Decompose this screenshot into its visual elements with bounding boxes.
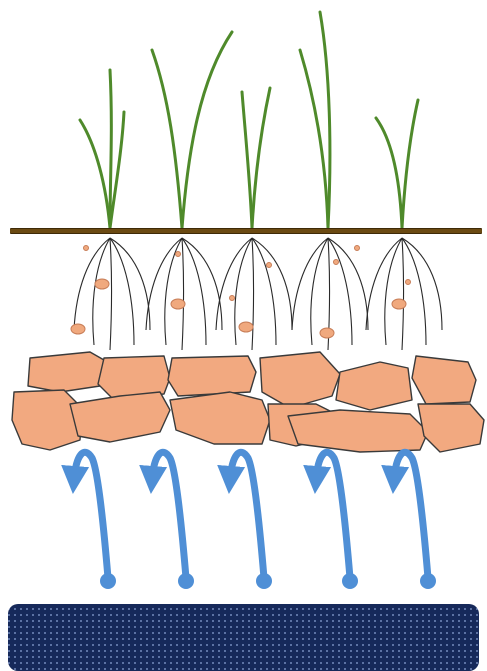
curved-up-arrow-icon bbox=[152, 452, 186, 578]
grass-blade-icon bbox=[182, 32, 232, 228]
water-droplet-icon bbox=[100, 573, 116, 589]
soil-particle-icon bbox=[239, 322, 253, 332]
capillary-arrows bbox=[74, 452, 428, 578]
soil-particle-icon bbox=[392, 299, 406, 309]
grass-blade-icon bbox=[152, 50, 182, 228]
grass-group bbox=[80, 12, 418, 228]
pebbles-group bbox=[71, 246, 411, 339]
soil-particle-icon bbox=[355, 246, 360, 251]
root-strand-icon bbox=[252, 238, 292, 330]
hardpan-rock-icon bbox=[28, 352, 104, 392]
root-strand-icon bbox=[292, 238, 328, 330]
soil-particle-icon bbox=[171, 299, 185, 309]
soil-particle-icon bbox=[267, 263, 272, 268]
hardpan-rock-icon bbox=[12, 390, 82, 450]
hardpan-rock-icon bbox=[288, 410, 428, 452]
root-strand-icon bbox=[182, 238, 184, 350]
hardpan-rock-icon bbox=[168, 356, 256, 396]
soil-particle-icon bbox=[334, 260, 339, 265]
grass-blade-icon bbox=[110, 70, 111, 228]
root-strand-icon bbox=[328, 238, 368, 330]
soil-particle-icon bbox=[176, 252, 181, 257]
root-strand-icon bbox=[252, 238, 276, 345]
grass-blade-icon bbox=[242, 92, 252, 228]
roots-group bbox=[74, 238, 442, 350]
hardpan-rock-icon bbox=[412, 356, 476, 404]
curved-up-arrow-icon bbox=[74, 452, 108, 578]
curved-up-arrow-icon bbox=[394, 452, 428, 578]
water-table bbox=[8, 604, 479, 671]
root-strand-icon bbox=[366, 238, 402, 330]
root-strand-icon bbox=[182, 238, 206, 345]
root-strand-icon bbox=[110, 238, 150, 330]
root-strand-icon bbox=[402, 238, 426, 345]
water-droplet-icon bbox=[342, 573, 358, 589]
root-strand-icon bbox=[402, 238, 404, 350]
hardpan-rock-icon bbox=[260, 352, 340, 408]
hardpan-rock-icon bbox=[70, 392, 170, 442]
grass-blade-icon bbox=[300, 50, 328, 228]
root-strand-icon bbox=[110, 238, 134, 345]
grass-blade-icon bbox=[376, 118, 402, 228]
soil-surface-line bbox=[10, 228, 482, 234]
soil-particle-icon bbox=[95, 279, 109, 289]
root-strand-icon bbox=[182, 238, 222, 330]
hardpan-rock-icon bbox=[170, 392, 270, 444]
hardpan-rock-icon bbox=[418, 404, 484, 452]
soil-particle-icon bbox=[230, 296, 235, 301]
grass-blade-icon bbox=[80, 120, 110, 228]
root-strand-icon bbox=[110, 238, 112, 350]
root-strand-icon bbox=[252, 238, 254, 350]
grass-blade-icon bbox=[402, 100, 418, 228]
curved-up-arrow-icon bbox=[230, 452, 264, 578]
soil-particle-icon bbox=[71, 324, 85, 334]
dotted-water-band-icon bbox=[8, 604, 479, 671]
grass-blade-icon bbox=[252, 88, 270, 228]
water-droplet-icon bbox=[420, 573, 436, 589]
soil-particle-icon bbox=[84, 246, 89, 251]
curved-up-arrow-icon bbox=[316, 452, 350, 578]
soil-particle-icon bbox=[320, 328, 334, 338]
hardpan-layer bbox=[12, 352, 484, 452]
hardpan-rock-icon bbox=[336, 362, 412, 410]
water-droplet-icon bbox=[256, 573, 272, 589]
water-droplet-icon bbox=[178, 573, 194, 589]
arrow-bases bbox=[100, 573, 436, 589]
soil-particle-icon bbox=[406, 280, 411, 285]
